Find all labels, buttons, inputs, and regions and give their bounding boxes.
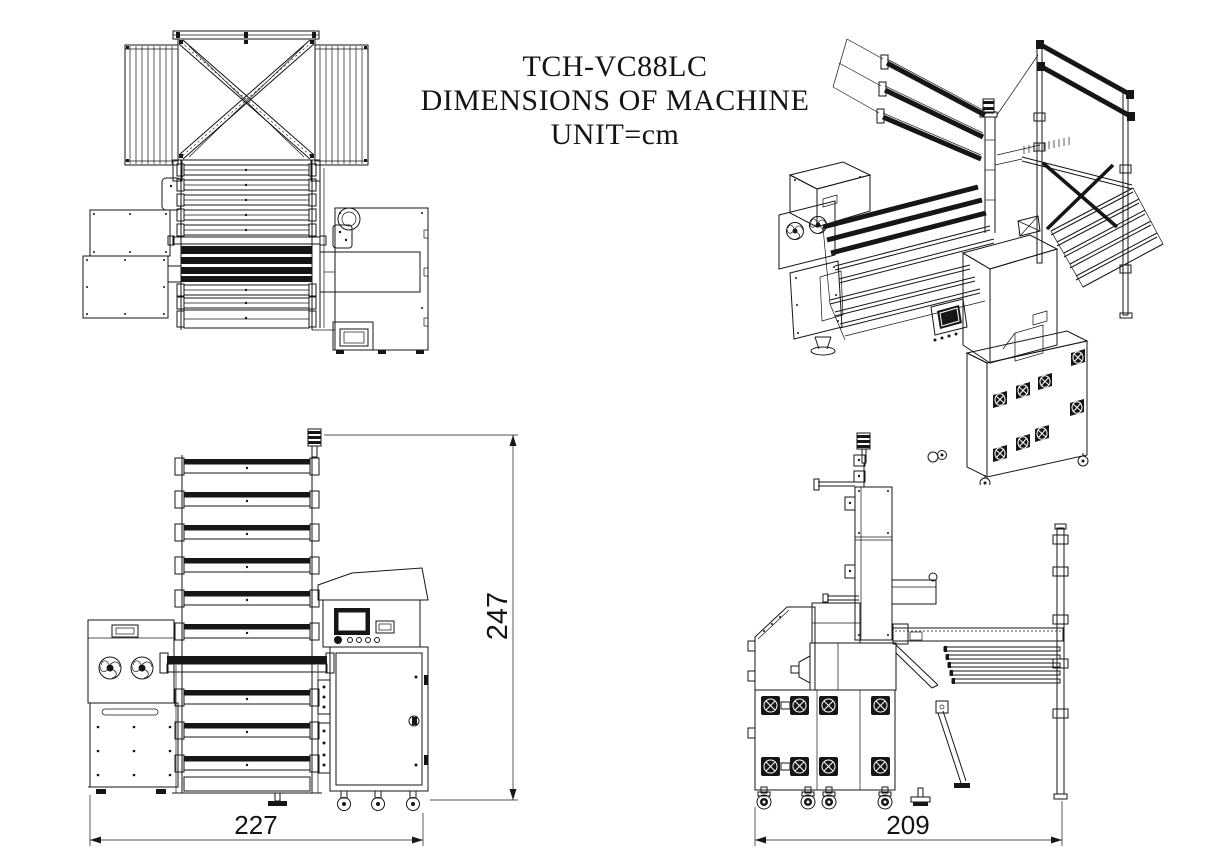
iso-comb <box>1023 137 1070 154</box>
side-view-mast <box>813 432 938 641</box>
dimension-front-height: 247 <box>482 591 514 641</box>
side-view-drawing <box>747 432 1069 846</box>
side-view-output-conveyor <box>892 523 1069 800</box>
side-view-casters <box>756 786 931 810</box>
top-view-stacker-frame <box>124 30 369 182</box>
iso-main-cabinet <box>927 324 1089 485</box>
front-view-tower <box>159 428 335 794</box>
front-view-control-cabinet <box>268 567 429 811</box>
front-view-drawing <box>87 428 518 846</box>
side-view-body <box>747 593 897 739</box>
top-view-roller-deck <box>161 160 327 330</box>
isometric-view-drawing <box>778 38 1164 485</box>
iso-mast-and-beacon <box>979 98 998 233</box>
iso-fanfold-trays <box>832 38 987 162</box>
iso-folding-rack <box>994 40 1164 319</box>
title-model: TCH-VC88LC <box>522 50 708 83</box>
title-unit: UNIT=cm <box>550 118 680 151</box>
top-view-right-assembly <box>312 168 429 354</box>
iso-upper-cabinet <box>961 234 1059 364</box>
dimension-front-width: 227 <box>234 810 278 840</box>
iso-roller-deck <box>822 184 995 341</box>
front-view-left-cabinet <box>87 619 179 794</box>
front-dimension-lines <box>89 434 518 846</box>
dimension-side-depth: 209 <box>886 810 930 840</box>
iso-left-cabinets <box>778 161 872 356</box>
side-dimension-lines <box>754 801 1063 846</box>
side-view-fan-cabinet <box>754 689 896 791</box>
iso-control-console <box>930 298 968 342</box>
side-view-chute <box>895 644 970 788</box>
top-view-drawing <box>82 30 429 354</box>
top-view-left-cabinets <box>82 209 182 319</box>
title-caption: DIMENSIONS OF MACHINE <box>420 84 810 117</box>
title-block: TCH-VC88LC DIMENSIONS OF MACHINE UNIT=cm <box>330 50 900 152</box>
front-view-casters <box>268 790 420 811</box>
